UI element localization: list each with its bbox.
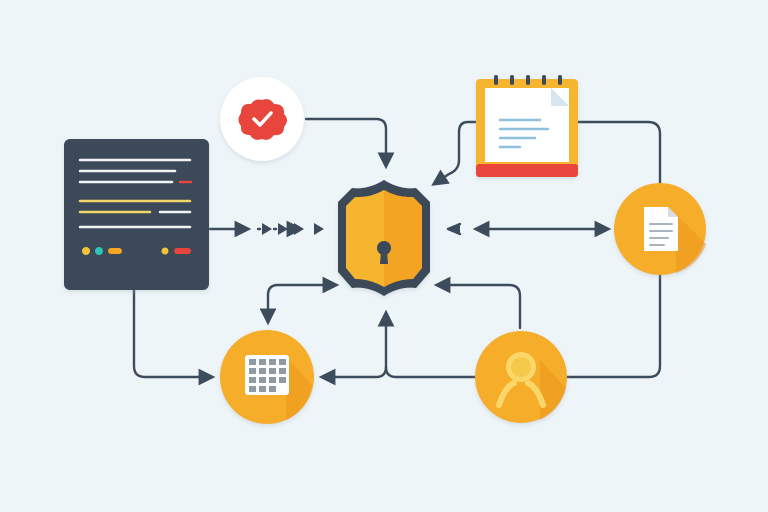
connector-terminal-calendar bbox=[132, 288, 216, 386]
connector-shield-left-tick bbox=[446, 222, 462, 236]
notepad-document-icon bbox=[476, 75, 578, 177]
connector-user-calendar bbox=[377, 309, 478, 379]
document-icon bbox=[614, 183, 706, 275]
padlock-shield-icon bbox=[338, 180, 430, 296]
connector-badge-shield bbox=[304, 117, 395, 170]
calendar-grid-icon bbox=[220, 330, 314, 424]
user-icon bbox=[475, 331, 567, 423]
chevron-markers bbox=[262, 223, 324, 235]
connector-notepad-shield bbox=[431, 120, 478, 186]
connector-user-shield bbox=[433, 276, 522, 330]
connector-document-user bbox=[564, 272, 662, 379]
connectors bbox=[132, 117, 662, 386]
connector-shield-calendar bbox=[259, 276, 340, 326]
connector-notepad-document bbox=[576, 120, 662, 186]
verified-badge-icon bbox=[220, 77, 304, 161]
connector-center-calendar bbox=[318, 365, 388, 386]
terminal-window-icon bbox=[64, 139, 209, 290]
